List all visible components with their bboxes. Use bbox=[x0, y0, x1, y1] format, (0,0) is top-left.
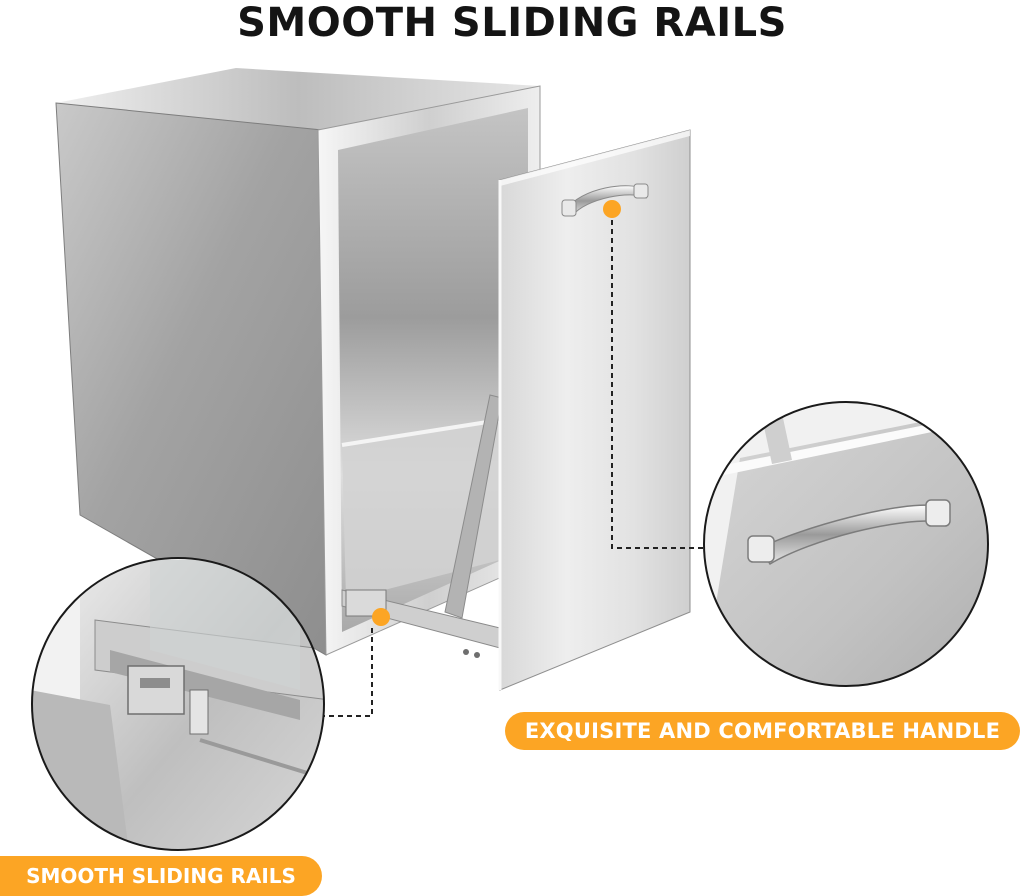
handle-zoom-inset bbox=[703, 401, 989, 687]
handle-callout-label: EXQUISITE AND COMFORTABLE HANDLE bbox=[505, 712, 1020, 750]
rail-zoom-inset bbox=[31, 557, 325, 851]
drawer-door bbox=[498, 129, 691, 691]
cabinet bbox=[55, 68, 541, 656]
page-title: SMOOTH SLIDING RAILS bbox=[237, 0, 787, 46]
door-handle-icon bbox=[561, 183, 649, 217]
handle-marker-icon bbox=[603, 200, 621, 218]
handle-leader-line bbox=[611, 220, 704, 549]
rails-callout-label: SMOOTH SLIDING RAILS bbox=[0, 856, 322, 896]
rail-leader-line bbox=[320, 628, 373, 717]
cabinet-top bbox=[56, 68, 540, 130]
rail-marker-icon bbox=[372, 608, 390, 626]
